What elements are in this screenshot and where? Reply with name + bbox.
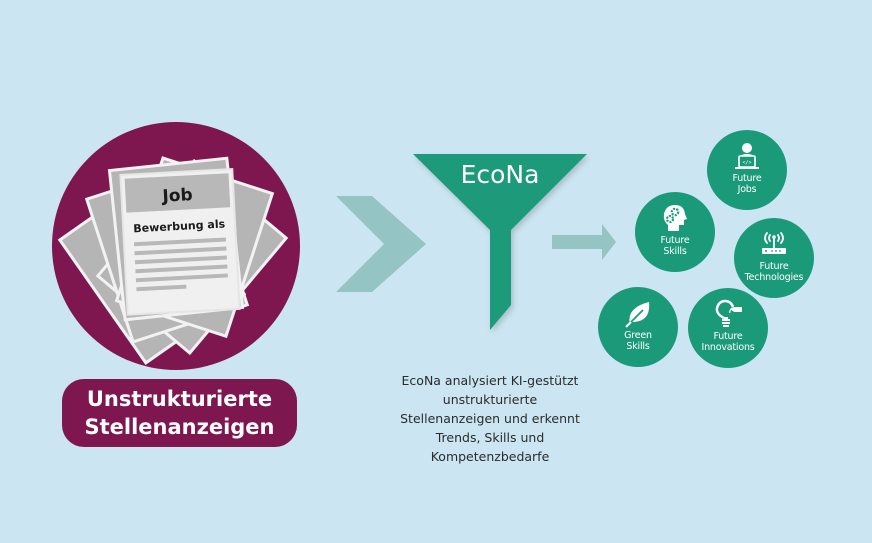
outcome-label: Jobs [737, 184, 757, 195]
svg-text:Bewerbung als: Bewerbung als [133, 217, 226, 235]
arrow-right-icon [552, 224, 616, 260]
outcome-label: Skills [626, 341, 650, 352]
description-line: Stellenanzeigen und erkennt [400, 411, 580, 426]
econa-description: EcoNa analysiert KI-gestützt unstrukturi… [392, 371, 588, 466]
outcome-label: Technologies [744, 272, 804, 283]
description-line: Trends, Skills und [435, 430, 545, 445]
outcome-label: Future [732, 173, 762, 184]
source-label-line2: Stellenanzeigen [84, 415, 275, 439]
chevron-right-icon [336, 196, 426, 292]
job-papers-icon: Job Bewerbung als [57, 156, 289, 365]
outcome-future-jobs: </> Future Jobs [707, 130, 787, 210]
person-laptop-code-icon: </> [735, 143, 759, 169]
lightbulb-tag-icon [715, 299, 742, 327]
description-line: EcoNa analysiert KI-gestützt [401, 373, 579, 388]
outcome-label: Skills [663, 246, 687, 257]
econa-title: EcoNa [460, 160, 540, 189]
outcome-future-skills: Future Skills [635, 192, 715, 272]
funnel-icon [413, 154, 587, 330]
outcome-future-technologies: Future Technologies [734, 218, 814, 298]
outcome-label: Future [660, 235, 690, 246]
outcome-future-innovations: Future Innovations [688, 288, 768, 368]
wifi-router-icon [762, 232, 786, 254]
outcome-green-skills: Green Skills [598, 287, 678, 367]
description-line: unstrukturierte [442, 392, 538, 407]
source-label: Unstrukturierte Stellenanzeigen [62, 379, 297, 447]
description-line: Kompetenzbedarfe [430, 449, 550, 464]
source-label-line1: Unstrukturierte [86, 387, 273, 411]
outcome-label: Future [713, 331, 743, 342]
head-gears-icon [663, 205, 687, 231]
svg-text:</>: </> [742, 160, 751, 166]
outcome-label: Green [624, 330, 652, 341]
svg-text:Job: Job [161, 185, 193, 207]
outcome-label: Innovations [701, 342, 755, 353]
outcome-label: Future [759, 261, 789, 272]
leaf-icon [625, 302, 650, 328]
